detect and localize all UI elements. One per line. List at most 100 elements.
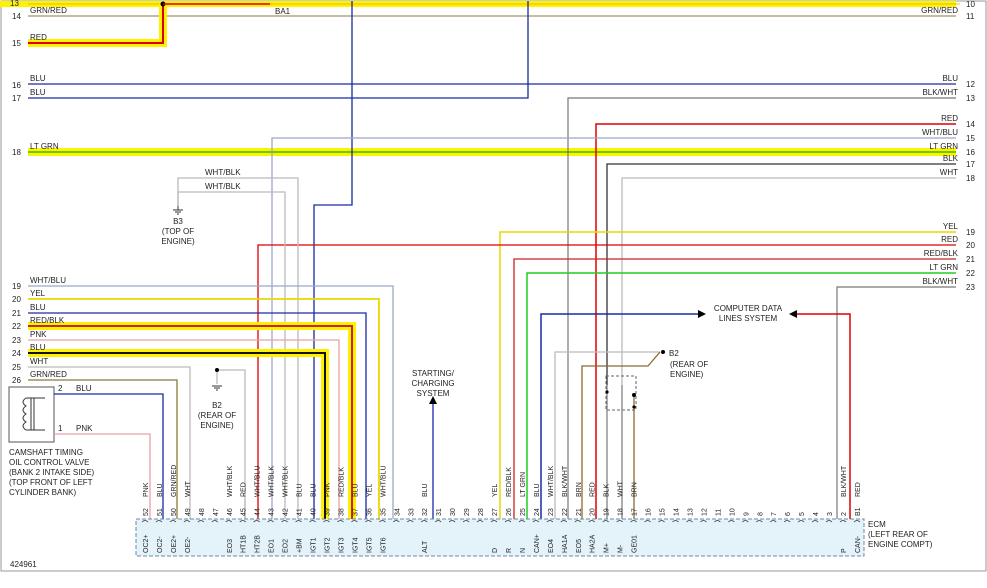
ecm-pin-number: 18 — [618, 508, 625, 516]
ecm-pin-wire-label: BLU — [534, 483, 541, 497]
ecm-pin-wire-label: RED/BLK — [506, 467, 513, 497]
shield-box — [605, 375, 637, 411]
ecm-pin-number: 32 — [422, 508, 429, 516]
ecm-pin-number: 41 — [297, 508, 304, 516]
wire-left-23 — [28, 339, 340, 520]
ecm-pin-socket-icon — [686, 520, 693, 523]
ecm-pin-name: IGT1 — [311, 537, 318, 553]
ecm-pin-number: 16 — [646, 508, 653, 516]
ecm-pin-number: 5 — [799, 512, 806, 516]
ecm-pin-socket-icon — [755, 520, 763, 523]
wire-label-right-22: LT GRN — [929, 263, 958, 272]
ecm-pin-wire-label: RED — [855, 482, 862, 497]
ecm-pin-number: 7 — [771, 512, 778, 516]
ecm-pin-name: OE2- — [185, 536, 192, 553]
ecm-pin-number: 47 — [213, 508, 220, 516]
wire-label-left-16: BLU — [30, 74, 46, 83]
ecm-pin-socket-icon — [853, 520, 861, 523]
wire-label-right-19: YEL — [943, 222, 959, 231]
ecm-pin-number: B1 — [855, 507, 862, 516]
wire-label-right-13: BLK/WHT — [922, 88, 958, 97]
wire-label-left-22: RED/BLK — [30, 316, 65, 325]
ecm-pin-number: 52 — [143, 508, 150, 516]
wire-can-plus — [540, 313, 700, 520]
ecm-pin-wire-label: WHT/BLK — [227, 466, 234, 497]
ecm-pin-number: 30 — [450, 508, 457, 516]
ecm-pin-socket-icon — [644, 520, 651, 523]
wire-num-left-18: 18 — [12, 148, 21, 157]
m-plus-dot — [605, 390, 609, 394]
ecm-pin-socket-icon — [225, 520, 233, 523]
ecm-text-line: ECM — [868, 520, 886, 529]
ecm-pin-socket-icon — [783, 520, 791, 523]
wire-label-right-16: LT GRN — [929, 142, 958, 151]
ecm-pin-number: 31 — [436, 508, 443, 516]
ecm-pin-socket-icon — [267, 520, 274, 523]
ecm-pin-wire-label: BRN — [632, 482, 639, 497]
ecm-pin-socket-icon — [546, 520, 554, 523]
ocv-pin-2: 2 — [58, 384, 63, 393]
wire-label-right-18: WHT — [940, 168, 958, 177]
wire-label-left-20: YEL — [30, 289, 46, 298]
ecm-pin-number: 28 — [478, 508, 485, 516]
wire-num-left-16: 16 — [12, 81, 21, 90]
wire-num-right-13: 13 — [966, 94, 975, 103]
ecm-pin-name: GE01 — [632, 535, 639, 553]
ecm-pin-wire-label: WHT/BLK — [283, 466, 290, 497]
wire-num-right-19: 19 — [966, 228, 975, 237]
ecm-pin-wire-label: RED/BLK — [338, 467, 345, 497]
ecm-pin-socket-icon — [532, 520, 540, 523]
ecm-pin-number: 44 — [255, 508, 262, 516]
ecm-pin-number: 27 — [492, 508, 499, 516]
wire-label-right-11: GRN/RED — [921, 6, 958, 15]
wire-left-19 — [28, 285, 394, 520]
ecm-pin-name: OC2+ — [143, 535, 150, 553]
wire-bm-vertical — [313, 1, 353, 520]
ecm-pin-name: CAN+ — [534, 534, 541, 553]
ecm-pin-number: 43 — [269, 508, 276, 516]
ecm-pin-number: 10 — [729, 508, 736, 516]
wire-label-left-17: BLU — [30, 88, 46, 97]
wire-label-right-17: BLK — [943, 154, 959, 163]
wire-label-left-15: RED — [30, 33, 47, 42]
ecm-pin-wire-label: BLK/WHT — [562, 465, 569, 497]
wire-label-left-25: WHT — [30, 357, 48, 366]
wire-right-15 — [271, 137, 956, 520]
ecm-pin-socket-icon — [518, 520, 526, 523]
b2b-dot — [661, 350, 665, 354]
ecm-pin-number: 14 — [674, 508, 681, 516]
ecm-pin-name: M+ — [604, 543, 611, 553]
starting-line2: CHARGING — [411, 379, 454, 388]
ecm-pin-wire-label: WHT/BLU — [255, 466, 262, 498]
ground-b2a-icon — [212, 385, 222, 391]
ecm-pin-socket-icon — [504, 520, 512, 523]
wire-m-pins — [606, 385, 623, 520]
ecm-pin-number: 48 — [199, 508, 206, 516]
cdl-line1: COMPUTER DATA — [714, 304, 783, 313]
b3-wire-label-2: WHT/BLK — [205, 182, 241, 191]
wire-eo4 — [554, 351, 660, 520]
ecm-pin-number: 26 — [506, 508, 513, 516]
wire-num-left-23: 23 — [12, 336, 21, 345]
wire-label-right-15: WHT/BLU — [922, 128, 958, 137]
ecm-pin-socket-icon — [351, 520, 358, 523]
ecm-pin-number: 23 — [548, 508, 555, 516]
ecm-pin-number: 17 — [632, 508, 639, 516]
starting-line3: SYSTEM — [417, 389, 450, 398]
ground-b2b-loc2: ENGINE) — [670, 370, 704, 379]
wire-label-right-23: BLK/WHT — [922, 277, 958, 286]
ecm-pin-name: IGT6 — [380, 537, 387, 553]
ecm-pin-socket-icon — [588, 520, 596, 523]
ecm-pin-number: 51 — [157, 508, 164, 516]
wire-num-right-11: 11 — [966, 12, 975, 21]
ecm-pin-number: 36 — [366, 508, 373, 516]
ecm-pin-number: 49 — [185, 508, 192, 516]
ecm-pin-number: 50 — [171, 508, 178, 516]
b3-wire-label-1: WHT/BLK — [205, 168, 241, 177]
ecm-pin-name: EO1 — [269, 539, 276, 553]
ecm-text-line: (LEFT REAR OF — [868, 530, 928, 539]
ecm-pin-socket-icon — [839, 520, 847, 523]
ecm-pin-wire-label: PNK — [324, 482, 331, 497]
